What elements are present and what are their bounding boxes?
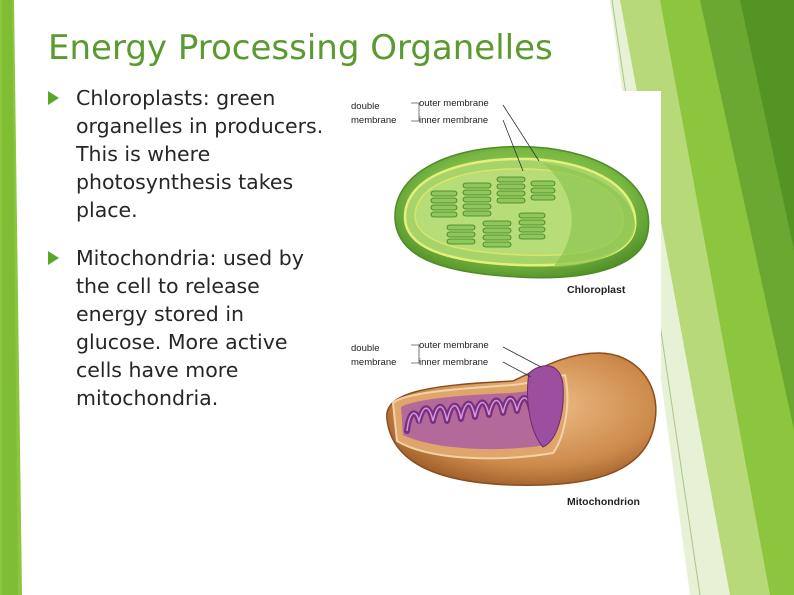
chloroplast-illustration: double membrane outer membrane inner mem…	[351, 98, 650, 296]
mitochondrion-illustration: double membrane outer membrane inner mem…	[351, 340, 657, 508]
mitochondrion-caption: Mitochondrion	[567, 496, 640, 508]
mitochondrion-double-label: double	[351, 343, 380, 354]
chloroplast-outer-membrane-label: outer membrane	[419, 98, 489, 109]
chloroplast-double-label: double	[351, 101, 380, 112]
bullet-mitochondria: Mitochondria: used by the cell to releas…	[44, 244, 334, 412]
bullet-text: Mitochondria: used by the cell to releas…	[76, 246, 304, 410]
slide-title: Energy Processing Organelles	[48, 28, 553, 68]
right-darkest-stripe	[740, 0, 794, 250]
left-accent-bar-shade	[2, 0, 18, 595]
bullet-chloroplasts: Chloroplasts: green organelles in produc…	[44, 84, 334, 224]
organelle-illustration: double membrane outer membrane inner mem…	[351, 98, 657, 508]
bullet-list: Chloroplasts: green organelles in produc…	[44, 84, 334, 432]
bullet-text: Chloroplasts: green organelles in produc…	[76, 86, 324, 222]
triangle-bullet-icon	[48, 251, 59, 265]
mitochondrion-outer-membrane-label: outer membrane	[419, 340, 489, 351]
mitochondrion-inner-membrane-label: inner membrane	[419, 357, 488, 368]
chloroplast-caption: Chloroplast	[567, 284, 626, 296]
mitochondrion-membrane-label: membrane	[351, 357, 396, 368]
organelle-figure: double membrane outer membrane inner mem…	[343, 91, 661, 509]
triangle-bullet-icon	[48, 91, 59, 105]
chloroplast-inner-membrane-label: inner membrane	[419, 115, 488, 126]
chloroplast-membrane-label: membrane	[351, 115, 396, 126]
